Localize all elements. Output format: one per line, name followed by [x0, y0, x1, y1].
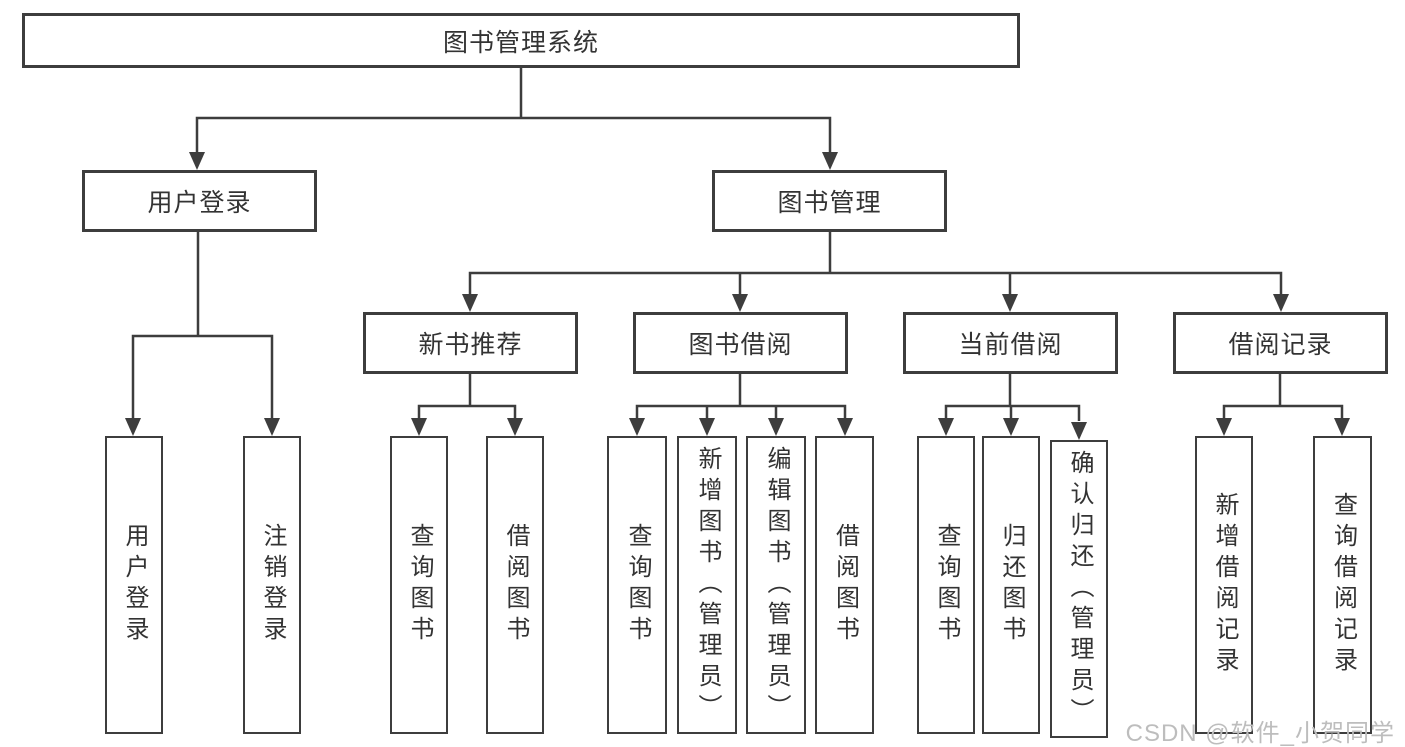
node-label: 图书管理系统	[442, 28, 599, 57]
leaf-return-books: 归还图书	[982, 436, 1040, 734]
node-label: 用户登录	[121, 523, 148, 647]
node-label: 新增图书（管理员）	[694, 445, 721, 725]
leaf-logout: 注销登录	[243, 436, 301, 734]
node-label: 新增借阅记录	[1211, 492, 1238, 678]
node-label: 归还图书	[998, 523, 1025, 647]
leaf-query-books-borrowing: 查询图书	[607, 436, 667, 734]
node-library-management-system: 图书管理系统	[22, 13, 1020, 68]
node-label: 查询图书	[406, 523, 433, 647]
node-label: 图书管理	[777, 189, 882, 217]
leaf-edit-books-admin: 编辑图书（管理员）	[746, 436, 806, 734]
node-label: 查询图书	[624, 523, 651, 647]
node-current-borrowing: 当前借阅	[903, 312, 1118, 374]
node-label: 用户登录	[147, 189, 252, 217]
leaf-confirm-return-admin: 确认归还（管理员）	[1050, 440, 1108, 738]
leaf-query-books-recommendation: 查询图书	[390, 436, 448, 734]
leaf-query-books-current: 查询图书	[917, 436, 975, 734]
node-label: 编辑图书（管理员）	[763, 445, 790, 725]
node-label: 查询图书	[933, 523, 960, 647]
node-label: 借阅图书	[502, 523, 529, 647]
leaf-query-borrow-record: 查询借阅记录	[1313, 436, 1372, 734]
node-label: 图书借阅	[688, 331, 793, 359]
leaf-add-borrow-record: 新增借阅记录	[1195, 436, 1253, 734]
node-label: 注销登录	[259, 523, 286, 647]
leaf-user-login: 用户登录	[105, 436, 163, 734]
node-book-borrowing: 图书借阅	[633, 312, 848, 374]
node-label: 借阅图书	[831, 523, 859, 647]
node-borrowing-records: 借阅记录	[1173, 312, 1388, 374]
leaf-add-books-admin: 新增图书（管理员）	[677, 436, 737, 734]
node-label: 借阅记录	[1228, 331, 1333, 359]
node-label: 当前借阅	[958, 331, 1063, 359]
node-user-login: 用户登录	[82, 170, 317, 232]
node-label: 新书推荐	[418, 331, 523, 359]
node-new-book-recommendation: 新书推荐	[363, 312, 578, 374]
node-label: 查询借阅记录	[1329, 492, 1357, 678]
leaf-borrow-books-borrowing: 借阅图书	[815, 436, 874, 734]
node-label: 确认归还（管理员）	[1066, 449, 1093, 729]
leaf-borrow-books-recommendation: 借阅图书	[486, 436, 544, 734]
watermark: CSDN @软件_小贺同学	[1125, 720, 1395, 747]
node-book-management: 图书管理	[712, 170, 947, 232]
